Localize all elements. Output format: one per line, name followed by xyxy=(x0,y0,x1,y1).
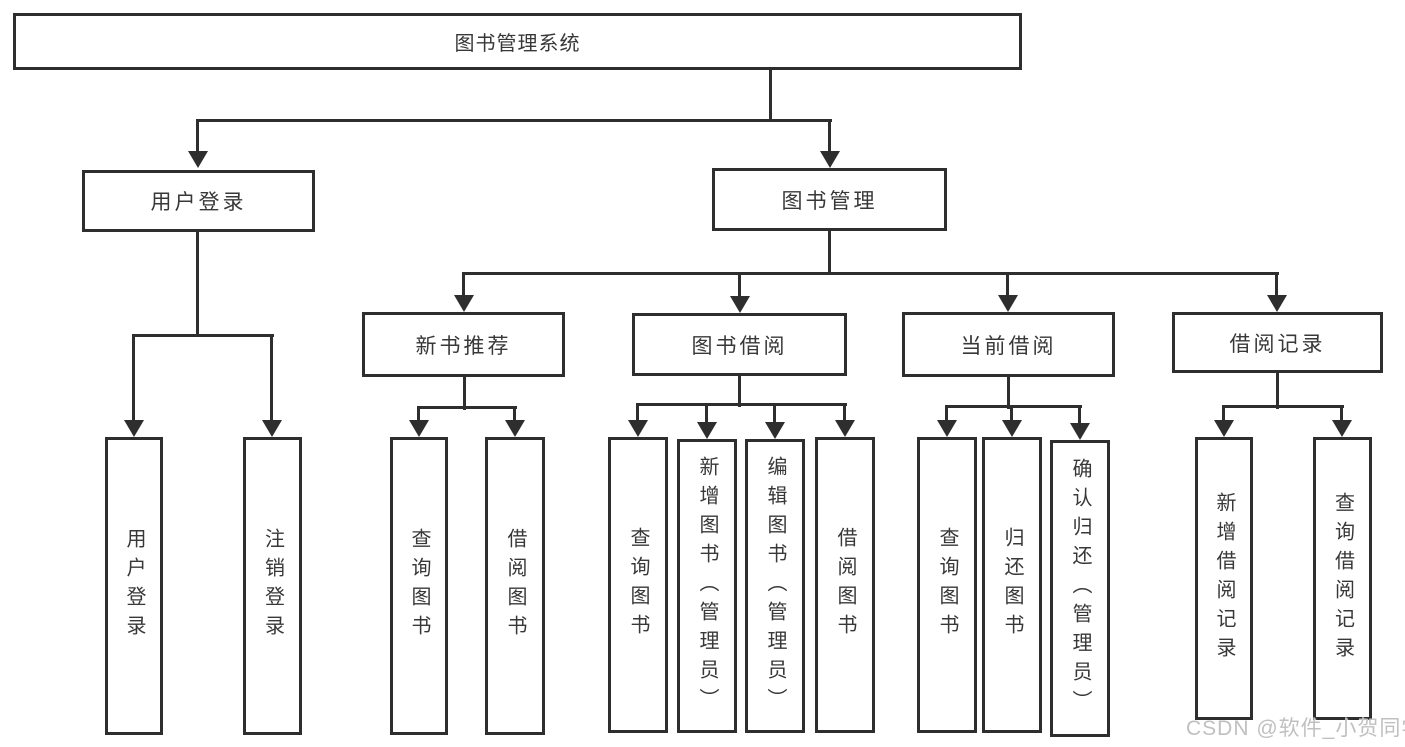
leaf-borrow-books-1: 借阅图书 xyxy=(485,437,545,735)
connector-borrowrecord-bar xyxy=(1222,405,1344,408)
node-new-book-recommend: 新书推荐 xyxy=(362,312,565,377)
connector-currentborrow-stub xyxy=(1007,375,1010,409)
arrow-down-to-add-record xyxy=(1214,407,1234,437)
arrow-down-to-leaf-user-login xyxy=(124,335,144,437)
connector-level2-bar xyxy=(196,119,832,122)
node-book-borrow: 图书借阅 xyxy=(632,313,847,376)
connector-bookborrow-stub xyxy=(738,374,741,407)
node-book-management: 图书管理 xyxy=(712,168,947,231)
leaf-borrow-books-2: 借阅图书 xyxy=(815,437,875,733)
connector-bookborrow-bar xyxy=(636,403,847,406)
leaf-user-login: 用户登录 xyxy=(105,437,163,735)
arrow-down-to-confirm-return xyxy=(1070,407,1090,440)
node-borrow-records: 借阅记录 xyxy=(1172,312,1383,373)
connector-level3-bar xyxy=(462,272,1279,275)
node-current-borrow: 当前借阅 xyxy=(902,312,1115,377)
arrow-down-to-return-books xyxy=(1002,407,1022,437)
node-user-login: 用户登录 xyxy=(82,170,315,232)
arrow-down-to-current-borrow xyxy=(998,273,1018,312)
leaf-query-books-3: 查询图书 xyxy=(917,437,977,733)
leaf-add-book-admin: 新增图书（管理员） xyxy=(677,439,737,733)
connector-root-stub xyxy=(769,68,772,122)
arrow-down-to-borrow-books-1 xyxy=(505,408,525,437)
arrow-down-to-add-book xyxy=(697,405,717,439)
arrow-down-to-borrow-books-2 xyxy=(835,405,855,437)
arrow-down-to-query-books-1 xyxy=(409,408,429,437)
leaf-confirm-return-admin: 确认归还（管理员） xyxy=(1050,440,1110,737)
leaf-add-borrow-record: 新增借阅记录 xyxy=(1195,437,1253,720)
connector-newbook-stub xyxy=(463,375,466,410)
leaf-query-books-2: 查询图书 xyxy=(608,437,668,733)
connector-userlogin-bar xyxy=(132,334,274,337)
arrow-down-to-new-book-recommend xyxy=(454,273,474,312)
leaf-return-books: 归还图书 xyxy=(982,437,1042,733)
arrow-down-to-book-management xyxy=(820,120,840,168)
arrow-down-to-query-record xyxy=(1332,407,1352,437)
csdn-watermark: CSDN @软件_小贺同学 xyxy=(1186,717,1405,740)
connector-currentborrow-bar xyxy=(945,405,1082,408)
leaf-query-books-1: 查询图书 xyxy=(390,437,448,735)
arrow-down-to-edit-book xyxy=(765,405,785,439)
arrow-down-to-book-borrow xyxy=(730,273,750,313)
arrow-down-to-user-login xyxy=(188,120,208,168)
connector-newbook-bar xyxy=(417,406,517,409)
leaf-logout-login: 注销登录 xyxy=(243,437,302,735)
arrow-down-to-borrow-records xyxy=(1267,273,1287,312)
connector-bookmgmt-stub xyxy=(828,229,831,275)
leaf-edit-book-admin: 编辑图书（管理员） xyxy=(745,439,805,733)
arrow-down-to-query-books-3 xyxy=(937,407,957,437)
arrow-down-to-leaf-logout xyxy=(262,335,282,437)
connector-userlogin-stub xyxy=(196,230,199,337)
arrow-down-to-query-books-2 xyxy=(628,405,648,437)
node-library-system: 图书管理系统 xyxy=(13,13,1022,70)
connector-borrowrecord-stub xyxy=(1276,371,1279,409)
leaf-query-borrow-record: 查询借阅记录 xyxy=(1313,437,1372,720)
